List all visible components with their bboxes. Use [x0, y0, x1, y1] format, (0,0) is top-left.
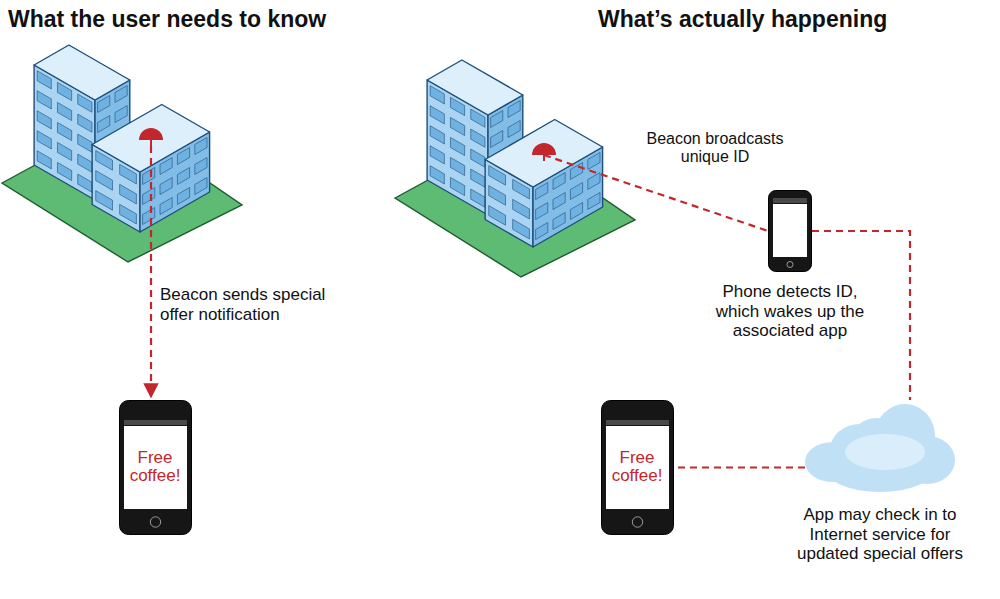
window [98, 116, 110, 133]
window [450, 117, 464, 135]
window [177, 188, 189, 205]
window [57, 142, 71, 160]
cloud-body [805, 404, 955, 492]
window [177, 168, 189, 185]
window [430, 146, 444, 164]
dashed-connector [544, 155, 768, 231]
building [2, 45, 242, 262]
caption-text: Phone detects ID, which wakes up the ass… [710, 282, 870, 341]
phone: Phone detects ID, which wakes up the ass… [710, 190, 870, 341]
window [96, 171, 113, 191]
arrow-label: Beacon sends special offer notification [160, 285, 340, 324]
caption-text: Beacon broadcasts unique ID [645, 130, 785, 167]
phone-status-bar [124, 420, 187, 425]
phone-body [601, 401, 673, 535]
window [588, 193, 600, 210]
cloud-shape [805, 400, 955, 495]
building-roof [427, 60, 523, 115]
window [570, 203, 582, 220]
window [536, 223, 548, 240]
window [57, 162, 71, 180]
window [430, 166, 444, 184]
window [513, 199, 530, 219]
cloud-highlight [845, 434, 925, 470]
phone-body [119, 401, 191, 535]
phone-screen [124, 426, 187, 509]
window [508, 121, 520, 138]
window [115, 106, 127, 123]
notification-arrow [150, 146, 152, 397]
dashed-connector [674, 466, 806, 468]
phone-home-button [632, 517, 642, 527]
window [195, 178, 207, 195]
offer-text: Free coffee! [612, 449, 663, 486]
window [471, 189, 485, 207]
beacon-base [150, 140, 152, 146]
window [143, 188, 155, 205]
window [37, 91, 51, 109]
window [160, 178, 172, 195]
window [78, 174, 92, 192]
beacon-building: Beacon broadcasts unique ID [395, 40, 640, 280]
window [37, 131, 51, 149]
window [37, 111, 51, 129]
window [489, 206, 506, 226]
window [78, 154, 92, 172]
phone-status-bar [773, 198, 807, 203]
window [471, 129, 485, 147]
window [143, 208, 155, 225]
window [37, 151, 51, 169]
internet-cloud: App may check in to Internet service for… [790, 400, 970, 564]
window [536, 203, 548, 220]
panel-heading: What the user needs to know [8, 6, 326, 33]
phone-shape [768, 190, 812, 272]
window [513, 219, 530, 239]
phone-screen [606, 426, 669, 509]
building-roof [485, 120, 602, 188]
window [57, 102, 71, 120]
window [471, 149, 485, 167]
window [78, 134, 92, 152]
window [430, 126, 444, 144]
building-roof [34, 45, 130, 100]
window [78, 114, 92, 132]
beacon-symbol [532, 143, 556, 155]
window [450, 177, 464, 195]
window [570, 183, 582, 200]
caption-text: App may check in to Internet service for… [790, 505, 970, 564]
window [160, 198, 172, 215]
window [57, 122, 71, 140]
panel-heading: What’s actually happening [598, 6, 887, 33]
window [96, 191, 113, 211]
phone-status-bar [606, 420, 669, 425]
window [120, 204, 137, 224]
phone-home-button [150, 517, 160, 527]
window [491, 131, 503, 148]
beacon-symbol [139, 128, 163, 140]
window [588, 173, 600, 190]
window [430, 106, 444, 124]
window [553, 193, 565, 210]
phone: Free coffee! [119, 400, 192, 535]
window [553, 213, 565, 230]
window [195, 158, 207, 175]
window [120, 184, 137, 204]
offer-text: Free coffee! [130, 449, 181, 486]
phone-home-button [787, 262, 793, 268]
phone: Free coffee! [601, 400, 674, 535]
building [395, 60, 635, 277]
phone-screen [773, 204, 807, 257]
window [489, 186, 506, 206]
window [450, 157, 464, 175]
window [471, 169, 485, 187]
phone-body [769, 191, 812, 272]
window [450, 137, 464, 155]
